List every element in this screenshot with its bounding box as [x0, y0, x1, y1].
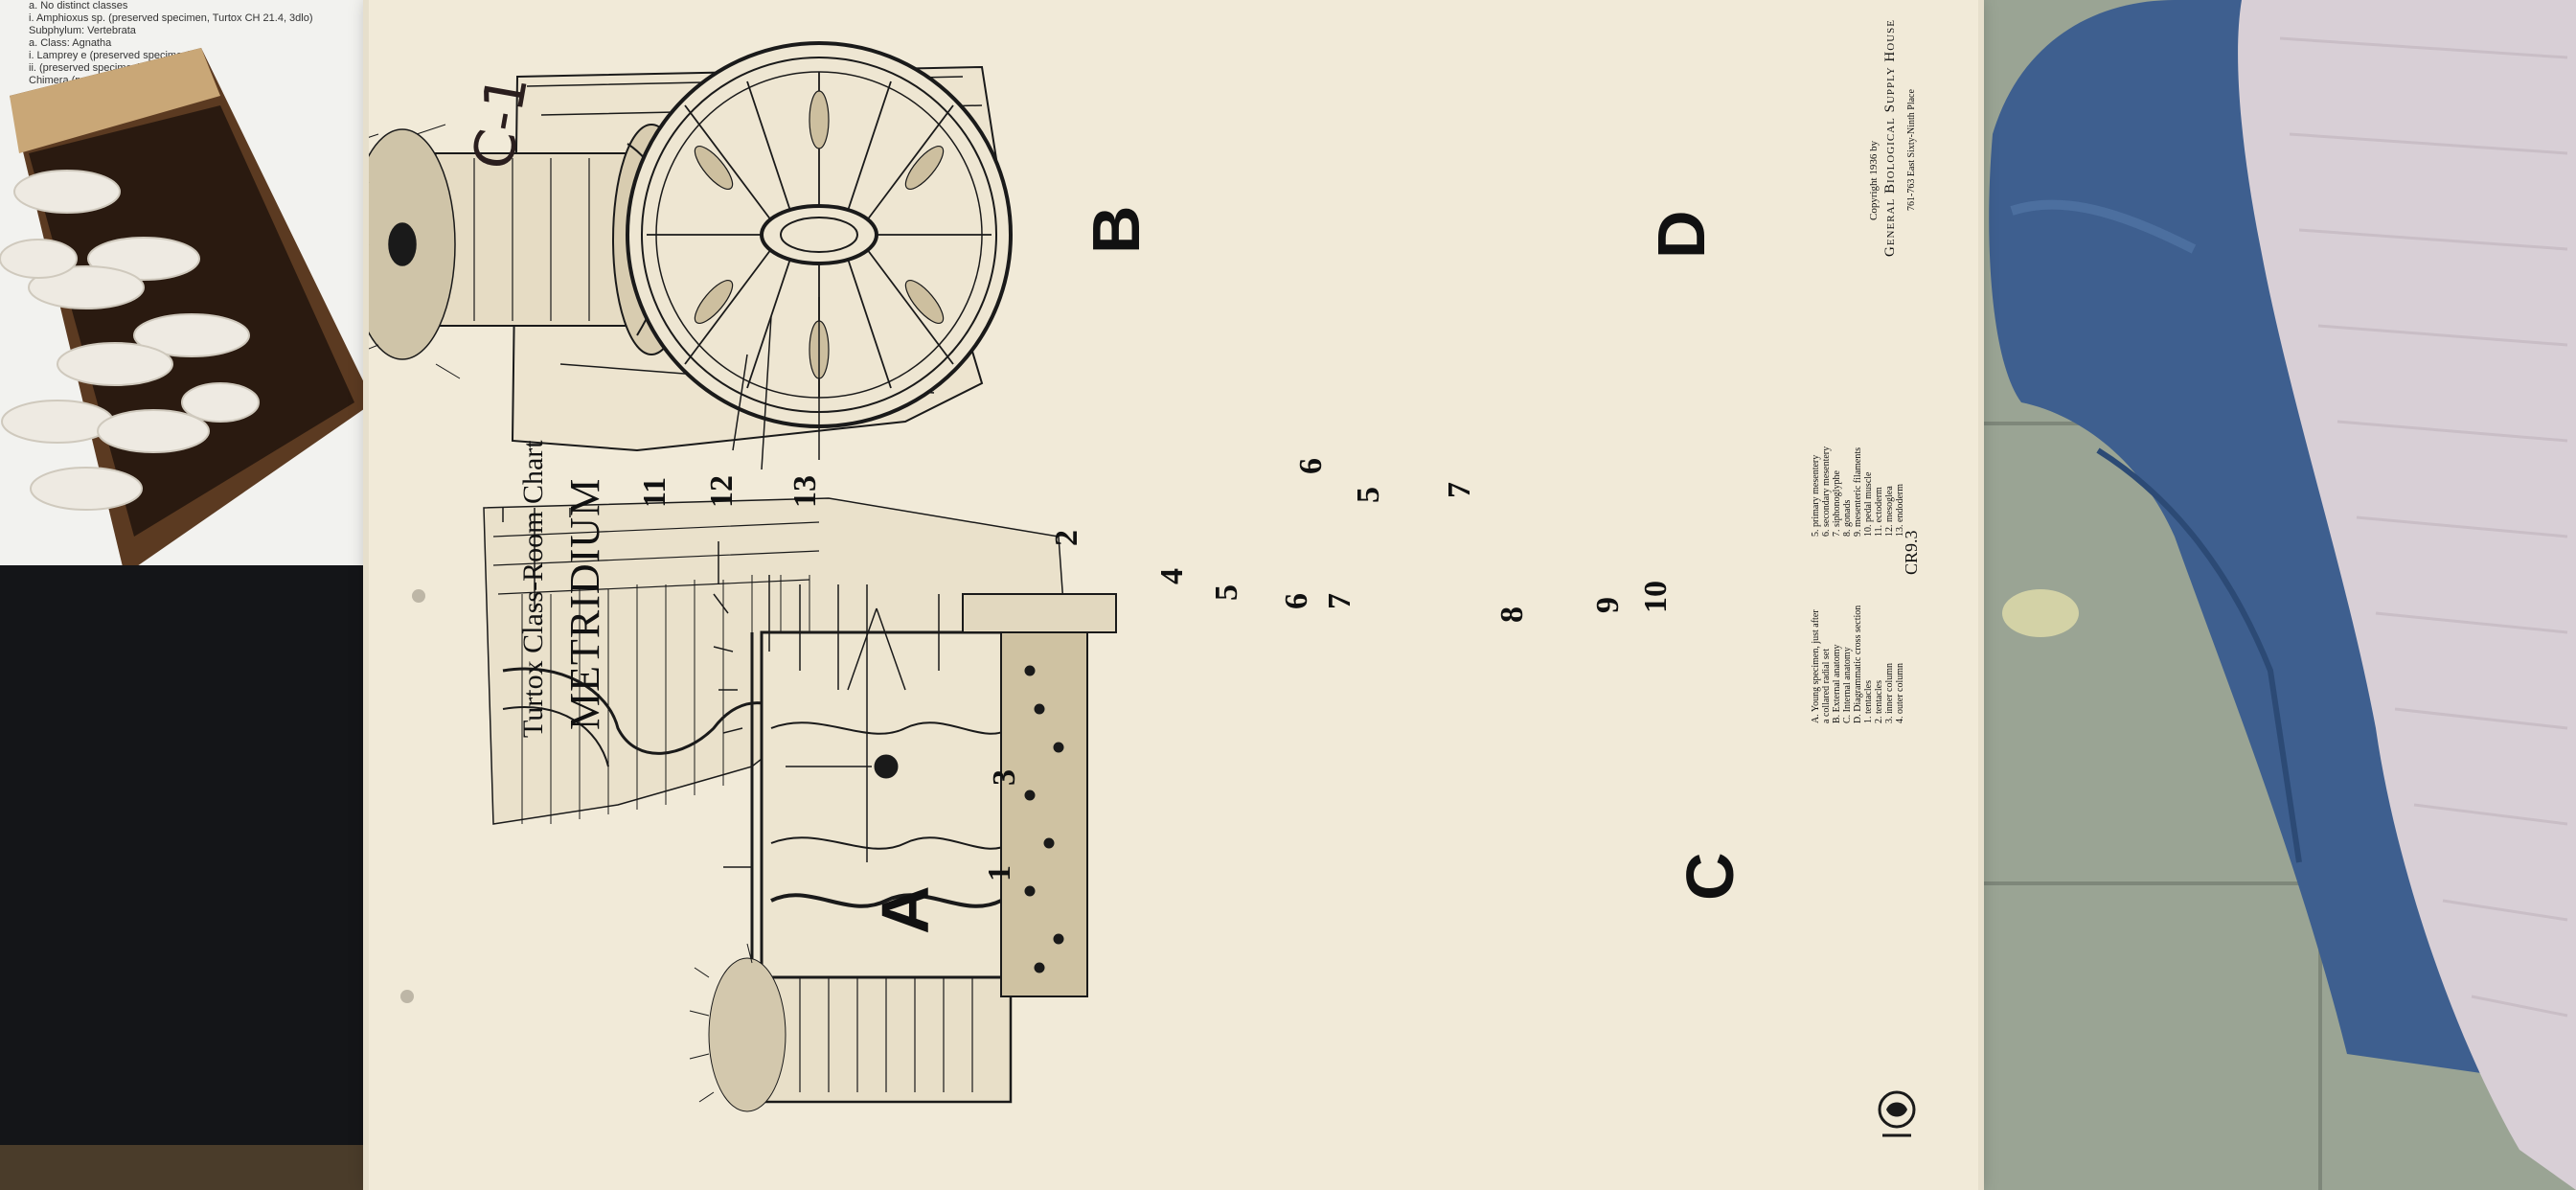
label-c-7: 7: [1322, 593, 1357, 609]
label-c-9: 9: [1590, 597, 1626, 613]
panel-letter-b: B: [1079, 205, 1153, 254]
person-sweater: [2238, 0, 2576, 1190]
chart-title: METRIDIUM: [561, 477, 608, 730]
label-c-3: 3: [987, 769, 1022, 786]
handout-line: a. Class: Agnatha: [29, 37, 112, 49]
chart-code: CR9.3: [1902, 530, 1921, 575]
copyright-line: Copyright 1936 by: [1868, 140, 1880, 220]
legend-line: A. Young specimen, just after: [1811, 609, 1821, 723]
legend-line: 1. tentacles: [1863, 680, 1874, 723]
panel-c-internal-anatomy: [750, 593, 1117, 1104]
floor-seam: [1973, 881, 2576, 885]
label-d-7: 7: [1442, 482, 1477, 498]
label-a-13: 13: [787, 475, 823, 508]
legend-line: D. Diagrammatic cross section: [1853, 605, 1863, 723]
label-c-8: 8: [1494, 606, 1530, 623]
legend-line: 6. secondary mesentery: [1821, 446, 1832, 537]
handout-line: a. No distinct classes: [29, 0, 128, 11]
legend-line: C. Internal anatomy: [1842, 647, 1853, 723]
legend-line: 4. outer column: [1895, 662, 1905, 723]
poster-illustrations: [369, 41, 1117, 1112]
legend-panels: A. Young specimen, just after a collared…: [1811, 606, 1905, 723]
metridium-chart-poster: [369, 0, 1978, 1190]
legend-line: B. External anatomy: [1832, 644, 1842, 723]
publisher-address: 761-763 East Sixty-Ninth Place: [1906, 89, 1917, 211]
panel-letter-d: D: [1644, 210, 1719, 259]
label-a-12: 12: [704, 475, 740, 508]
label-c-5: 5: [1209, 584, 1244, 601]
label-leaders: [502, 297, 940, 868]
label-c-10: 10: [1638, 581, 1674, 613]
label-c-1: 1: [982, 865, 1017, 881]
label-c-2: 2: [1049, 530, 1084, 546]
handout-line: i. Lamprey e (preserved specimen): [29, 50, 192, 61]
turtox-logo-icon: [1878, 1090, 1916, 1137]
legend-line: 5. primary mesentery: [1811, 454, 1821, 537]
legend-line: 10. pedal muscle: [1863, 471, 1874, 537]
legend-line: 9. mesenteric filaments: [1853, 446, 1863, 537]
legend-line: 2. tentacles: [1874, 680, 1884, 723]
legend-line: 13. endoderm: [1895, 484, 1905, 537]
legend-line: 7. siphonoglyphe: [1832, 470, 1842, 537]
legend-structures: 5. primary mesentery 6. secondary mesent…: [1811, 446, 1905, 537]
legend-line: 11. ectoderm: [1874, 487, 1884, 537]
legend-line: a collared radial set: [1821, 648, 1832, 723]
legend-line: 8. gonads: [1842, 499, 1853, 537]
publisher-name: General Biological Supply House: [1882, 19, 1898, 257]
label-a-11: 11: [637, 476, 672, 508]
dropper-bottle-box: [0, 48, 374, 575]
legend-line: 3. inner column: [1884, 662, 1895, 723]
tentacle-crown-b: [369, 124, 461, 379]
tentacle-crown-c: [689, 593, 786, 1112]
label-c-4: 4: [1154, 568, 1190, 584]
label-d-5: 5: [1351, 487, 1386, 503]
label-c-6: 6: [1279, 593, 1314, 609]
legend-line: 12. mesoglea: [1884, 486, 1895, 537]
handout-line: i. Amphioxus sp. (preserved specimen, Tu…: [29, 12, 313, 24]
handout-line: Subphylum: Vertebrata: [29, 25, 136, 36]
bench-edge: [0, 1145, 422, 1190]
panel-letter-c: C: [1673, 852, 1747, 901]
panel-d-cross-section: [626, 41, 1013, 428]
panel-letter-a: A: [868, 885, 943, 934]
chart-subtitle: Turtox Class-Room Chart: [517, 440, 549, 738]
lab-bench: [0, 565, 422, 1190]
label-d-6: 6: [1293, 458, 1329, 474]
